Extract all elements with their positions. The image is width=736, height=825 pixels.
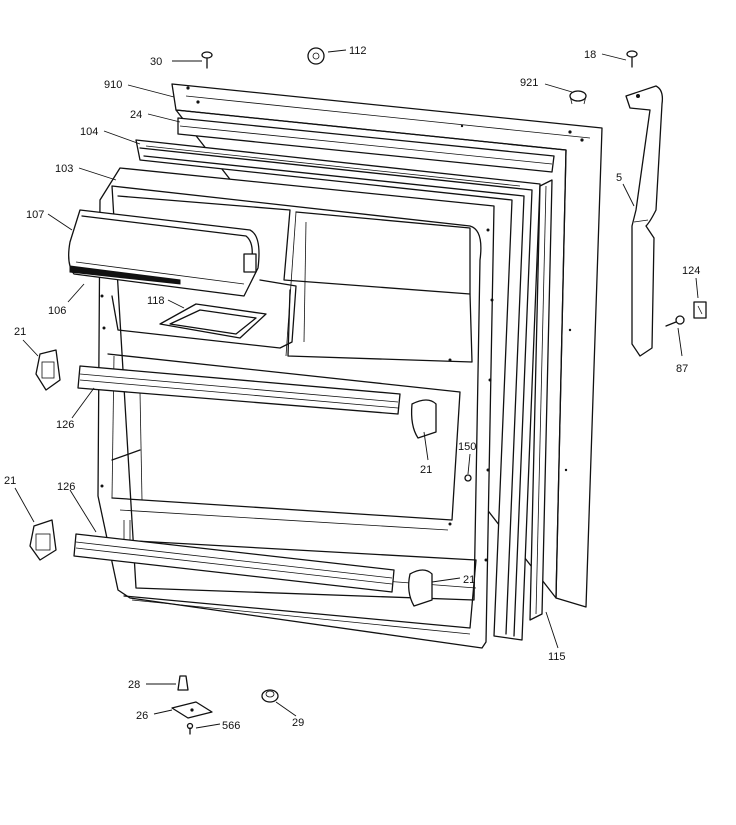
leader-lines (14, 49, 699, 729)
screw-30 (201, 51, 213, 69)
plug-921 (569, 90, 587, 105)
callout-115: 115 (548, 651, 566, 663)
callout-24: 24 (130, 109, 142, 121)
callout-21-mid-upper: 21 (420, 464, 432, 476)
grommet-29 (261, 689, 279, 703)
callout-26: 26 (136, 710, 148, 722)
callout-106: 106 (48, 305, 66, 317)
screw-566 (186, 722, 194, 735)
callout-126-lower: 126 (57, 481, 75, 493)
callout-87: 87 (676, 363, 688, 375)
callout-566: 566 (222, 720, 240, 732)
callout-103: 103 (55, 163, 73, 175)
screw-87 (665, 315, 685, 327)
callout-29: 29 (292, 717, 304, 729)
callout-150: 150 (458, 441, 476, 453)
bracket-26 (171, 701, 213, 719)
callout-28: 28 (128, 679, 140, 691)
side-breaker-strip (529, 179, 553, 621)
butter-tray-118 (159, 303, 267, 339)
callout-118: 118 (147, 295, 165, 307)
shelf-end-cap-left-lower (29, 519, 57, 561)
screw-18 (626, 50, 638, 68)
callout-21-left-lower: 21 (4, 475, 16, 487)
lower-door-shelf-126 (73, 533, 395, 593)
callout-107: 107 (26, 209, 44, 221)
callout-921: 921 (520, 77, 538, 89)
shelf-end-cap-left-upper (35, 349, 61, 391)
callout-30: 30 (150, 56, 162, 68)
callout-labels: 30 112 18 910 921 24 104 103 5 107 124 1… (4, 45, 700, 732)
dairy-hinge-106 (69, 265, 181, 285)
callout-104: 104 (80, 126, 98, 138)
callout-126-upper: 126 (56, 419, 74, 431)
callout-112: 112 (349, 45, 367, 57)
callout-5: 5 (616, 172, 622, 184)
clip-124 (693, 301, 707, 319)
spacer-strip (177, 117, 555, 173)
door-gasket (135, 139, 541, 641)
shelf-end-cap-mid-upper (410, 399, 437, 439)
upper-door-shelf-126 (77, 365, 401, 415)
shelf-end-cap-mid-lower (408, 569, 433, 607)
callout-18: 18 (584, 49, 596, 61)
callout-910: 910 (104, 79, 122, 91)
callout-21-left-upper: 21 (14, 326, 26, 338)
callout-21-mid-lower: 21 (463, 574, 475, 586)
callout-124: 124 (682, 265, 700, 277)
door-handle-5 (625, 85, 664, 357)
plug-112 (307, 47, 325, 65)
pin-28 (177, 675, 189, 691)
screw-150 (464, 474, 472, 482)
